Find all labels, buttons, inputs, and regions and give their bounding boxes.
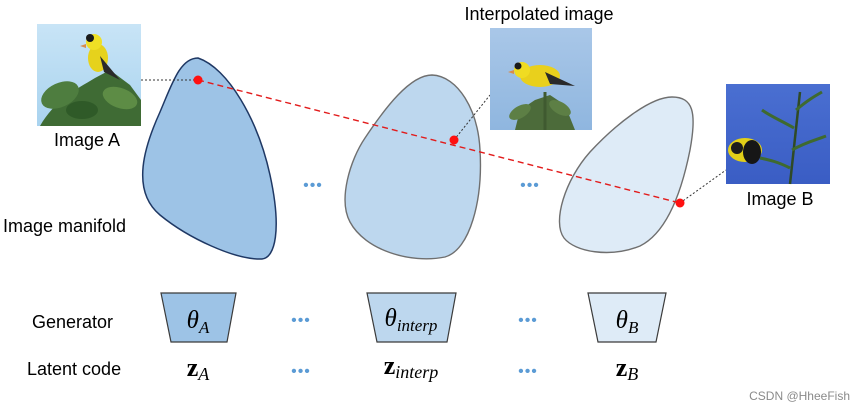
latent-a: zA [187,353,211,384]
generator-block-interp [366,292,457,343]
manifold-shape-b [558,96,694,254]
interpolation-path [197,79,681,204]
manifold-shape-a [141,57,277,260]
latent-b-sub: B [627,364,638,384]
image-b-thumbnail [726,84,830,185]
theta-interp: θinterp [385,305,438,335]
theta-b-symbol: θ [616,307,628,334]
point-b [675,198,685,208]
generator-ellipsis-1: ••• [291,312,311,329]
leader-line-b [679,169,727,204]
theta-a-sub: A [198,318,210,337]
interpolated-image-label: Interpolated image [464,4,613,24]
latent-b-symbol: z [616,353,628,382]
generator-block-b [587,292,667,343]
leader-line-interp [453,94,491,141]
point-a [193,75,203,85]
generator-block-a [160,292,237,343]
theta-a: θA [187,307,210,337]
latent-a-sub: A [197,364,210,384]
latent-code-label: Latent code [27,359,121,379]
manifold-ellipsis-2: ••• [520,177,540,194]
point-interp [449,135,459,145]
image-a-label: Image A [54,130,120,150]
theta-interp-sub: interp [397,316,438,335]
theta-b: θB [616,307,639,337]
latent-interp: zinterp [384,351,439,382]
theta-b-sub: B [628,318,639,337]
theta-interp-symbol: θ [385,305,397,332]
image-b-label: Image B [746,189,813,209]
image-a-thumbnail [37,24,141,126]
generator-label: Generator [32,312,113,332]
generator-ellipsis-2: ••• [518,312,538,329]
image-manifold-label: Image manifold [3,216,126,236]
latent-interp-symbol: z [384,351,396,380]
latent-ellipsis-2: ••• [518,363,538,380]
manifold-ellipsis-1: ••• [303,177,323,194]
latent-a-symbol: z [187,353,199,382]
latent-interp-sub: interp [395,362,438,382]
interpolated-image-thumbnail [490,28,592,130]
manifold-shape-interp [344,74,482,260]
latent-b: zB [616,353,639,384]
theta-a-symbol: θ [187,307,199,334]
latent-ellipsis-1: ••• [291,363,311,380]
watermark: CSDN @HheeFish [749,389,850,403]
